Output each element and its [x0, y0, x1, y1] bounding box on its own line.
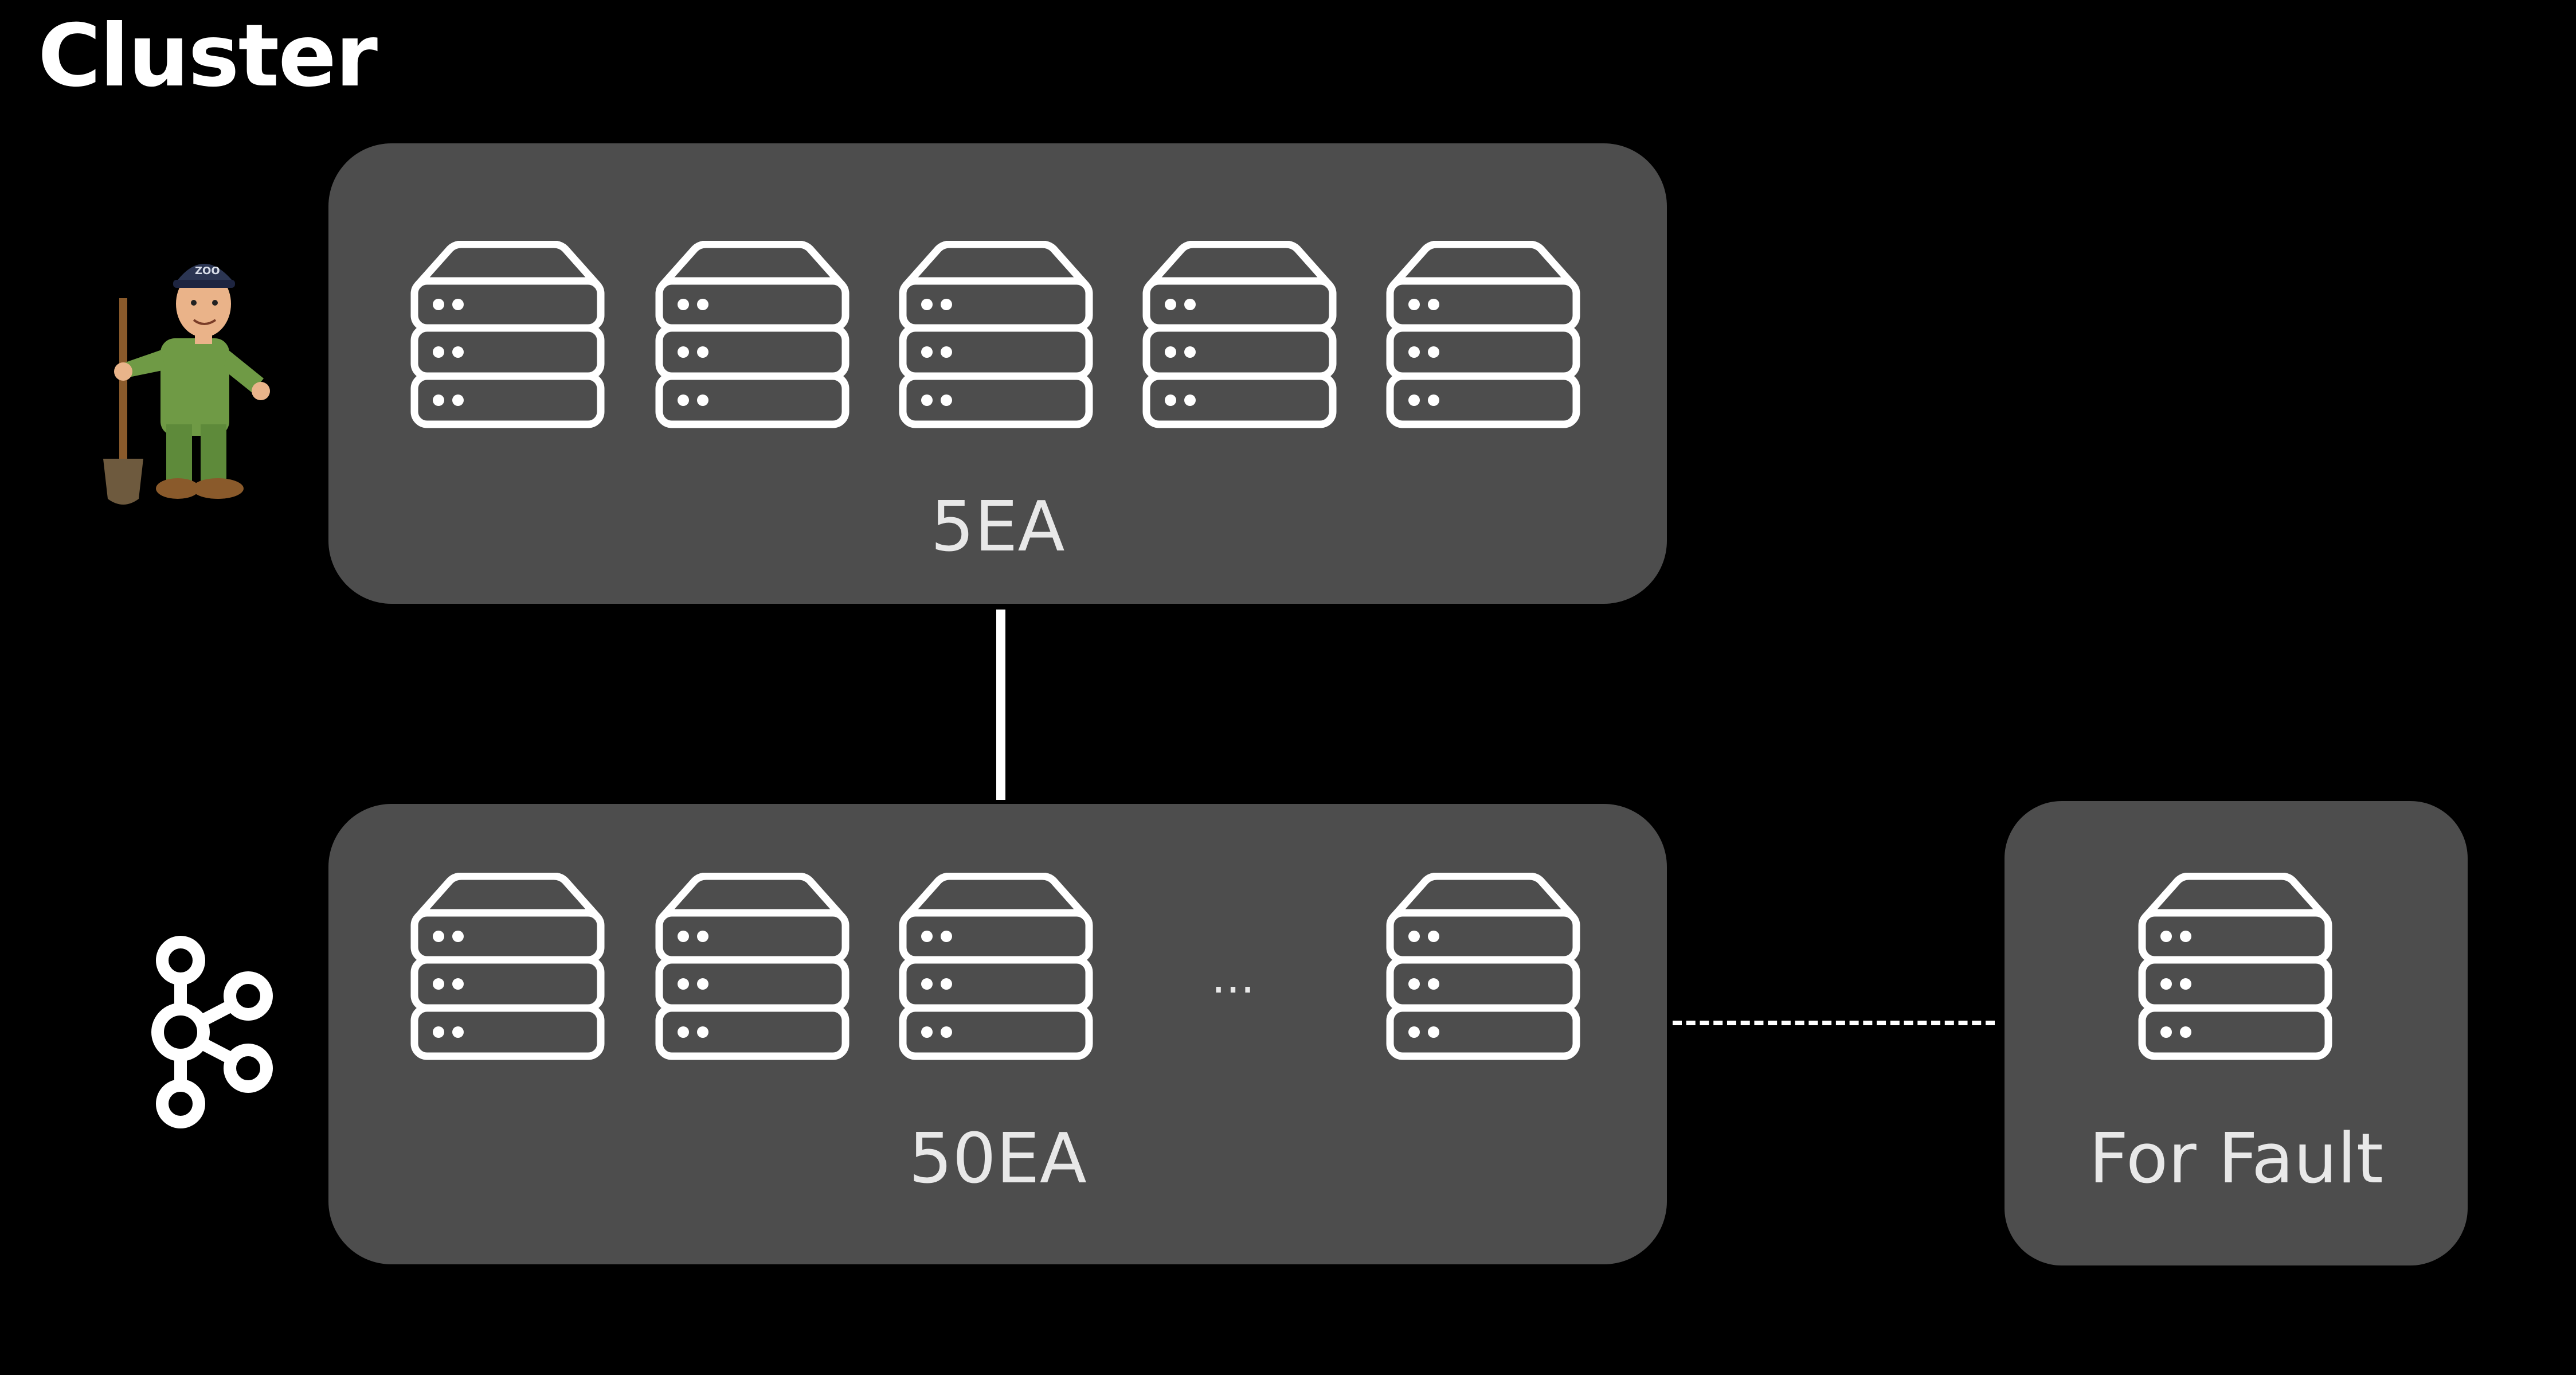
spare-connector-line: [1673, 1021, 1995, 1025]
server-icon: [653, 873, 851, 1062]
zookeeper-mascot-icon: ZOO: [97, 241, 292, 510]
kafka-logo-icon: [146, 932, 278, 1135]
server-icon: [409, 241, 606, 430]
server-icon: [1384, 873, 1582, 1062]
server-icon: [653, 241, 851, 430]
spare-cluster-panel: For Fault: [2005, 801, 2468, 1265]
server-icon: [897, 873, 1095, 1062]
server-icon: [1384, 241, 1582, 430]
server-icon: [2136, 873, 2334, 1062]
cluster-connector-line: [996, 610, 1005, 800]
kafka-cluster-panel: ... 50EA: [328, 804, 1667, 1264]
svg-text:ZOO: ZOO: [195, 265, 220, 277]
server-icon: [409, 873, 606, 1062]
zookeeper-cluster-label: 5EA: [930, 487, 1065, 567]
zookeeper-cluster-panel: 5EA: [328, 143, 1667, 604]
kafka-cluster-label: 50EA: [909, 1119, 1087, 1199]
server-icon: [897, 241, 1095, 430]
server-icon: [1141, 241, 1338, 430]
more-servers-ellipsis: ...: [1211, 950, 1255, 1003]
page-title: Cluster: [38, 6, 378, 106]
spare-cluster-label: For Fault: [2089, 1119, 2383, 1199]
